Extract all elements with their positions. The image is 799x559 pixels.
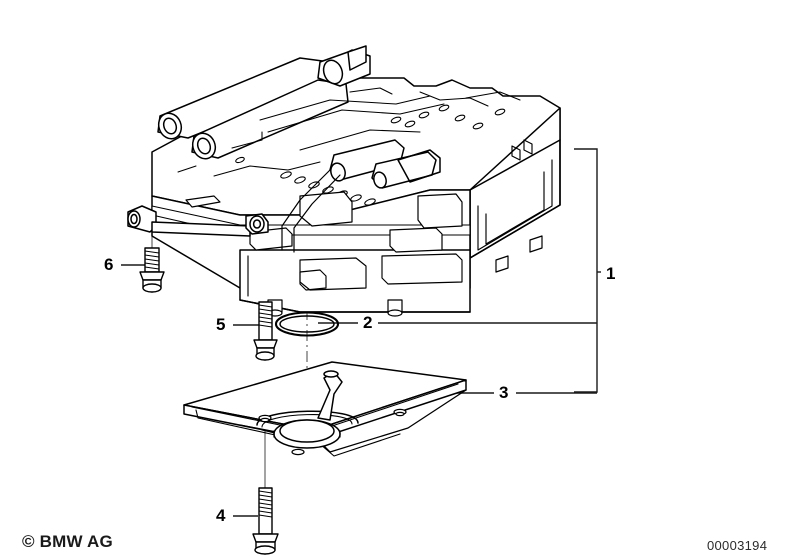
right-block-detail (477, 139, 553, 251)
modulator-cylinder (317, 45, 371, 87)
filter-pressed-rib-2 (261, 413, 353, 428)
callout-number-5: 5 (216, 315, 226, 334)
callout-number-1: 1 (606, 264, 616, 283)
filter-collar-wall (273, 430, 341, 438)
top-deck-passages (177, 87, 521, 177)
hex-bolt-medium (253, 301, 278, 361)
filter-bolt-holes (258, 408, 407, 456)
left-side-fittings (127, 205, 269, 237)
o-ring-outer (274, 311, 340, 337)
oil-filter-plate (183, 361, 467, 457)
bolt4-threads (258, 490, 273, 518)
filter-suction-hole-inner (279, 419, 335, 443)
callout-number-3: 3 (499, 383, 509, 402)
feed-tubes (281, 169, 341, 253)
copyright-notice: © BMW AG (22, 532, 113, 551)
bolt4-head-base (254, 545, 276, 555)
filter-channel-end (323, 370, 339, 378)
bolt5-threads (258, 304, 273, 328)
diagram-part-number: 00003194 (707, 538, 768, 553)
bolt5-flange (253, 339, 278, 349)
callout-number-6: 6 (104, 255, 114, 274)
bolt6-head-base (142, 283, 162, 293)
bolt6-flange (139, 271, 165, 281)
bolt5-head-base (255, 351, 275, 361)
hex-bolt-long (252, 487, 279, 555)
filter-channel (317, 371, 343, 421)
bolt4-flange (252, 533, 279, 543)
hex-bolt-short (139, 247, 165, 293)
leader-bracket-1 (574, 148, 598, 393)
solenoid-cluster (329, 139, 441, 189)
callout-number-4: 4 (216, 506, 226, 525)
o-ring-inner (279, 315, 335, 333)
control-valve-body (127, 45, 561, 317)
lower-casting-detail (247, 253, 463, 297)
o-ring-seal (274, 311, 340, 337)
callout-leaders (121, 148, 601, 517)
accumulator-barrels (157, 57, 349, 160)
callout-number-2: 2 (363, 313, 373, 332)
bolt6-threads (144, 250, 160, 270)
